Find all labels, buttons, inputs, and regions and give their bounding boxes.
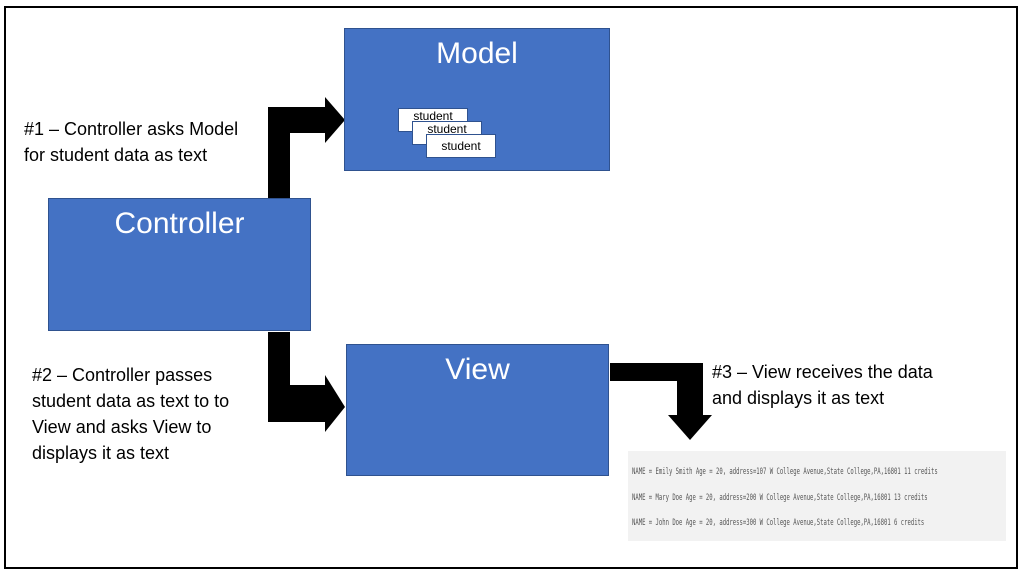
step3-label: #3 – View receives the data and displays… (712, 359, 933, 411)
controller-title: Controller (114, 207, 245, 240)
step2-line: #2 – Controller passes (32, 365, 213, 385)
controller-box: Controller (48, 198, 311, 331)
step1-line: #1 – Controller asks Model (24, 119, 239, 139)
step3-line: and displays it as text (712, 388, 885, 408)
step2-line: student data as text to to (32, 391, 230, 411)
step2-line: displays it as text (32, 443, 170, 463)
output-line: NAME = John Doe Age = 20, address=300 W … (632, 518, 925, 528)
text-output-panel: NAME = Emily Smith Age = 20, address=107… (628, 451, 1006, 541)
step1-line: for student data as text (24, 145, 208, 165)
arrow-controller-to-view (268, 332, 345, 432)
arrow-view-to-output (610, 363, 712, 440)
arrow-controller-to-model (268, 97, 345, 198)
step2-line: View and asks View to (32, 417, 212, 437)
step2-label: #2 – Controller passes student data as t… (32, 362, 229, 466)
view-title: View (445, 353, 510, 386)
view-box: View (346, 344, 609, 476)
output-line: NAME = Mary Doe Age = 20, address=200 W … (632, 493, 928, 503)
student-record-card: student (426, 134, 496, 158)
output-line: NAME = Emily Smith Age = 20, address=107… (632, 467, 938, 477)
model-title: Model (436, 37, 518, 70)
step1-label: #1 – Controller asks Model for student d… (24, 116, 238, 168)
step3-line: #3 – View receives the data (712, 362, 933, 382)
